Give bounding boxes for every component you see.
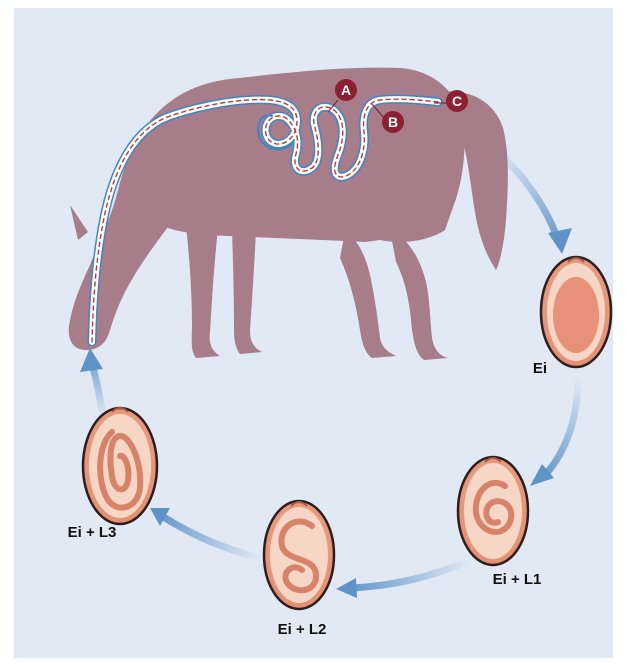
stage-label-l3: Ei + L3 — [68, 524, 117, 541]
stage-label-l2: Ei + L2 — [278, 621, 327, 638]
svg-text:A: A — [341, 82, 351, 98]
stage-label-l1: Ei + L1 — [493, 571, 542, 588]
svg-text:B: B — [388, 114, 398, 130]
stage-label-ei: Ei — [533, 360, 547, 377]
svg-text:C: C — [452, 93, 462, 109]
